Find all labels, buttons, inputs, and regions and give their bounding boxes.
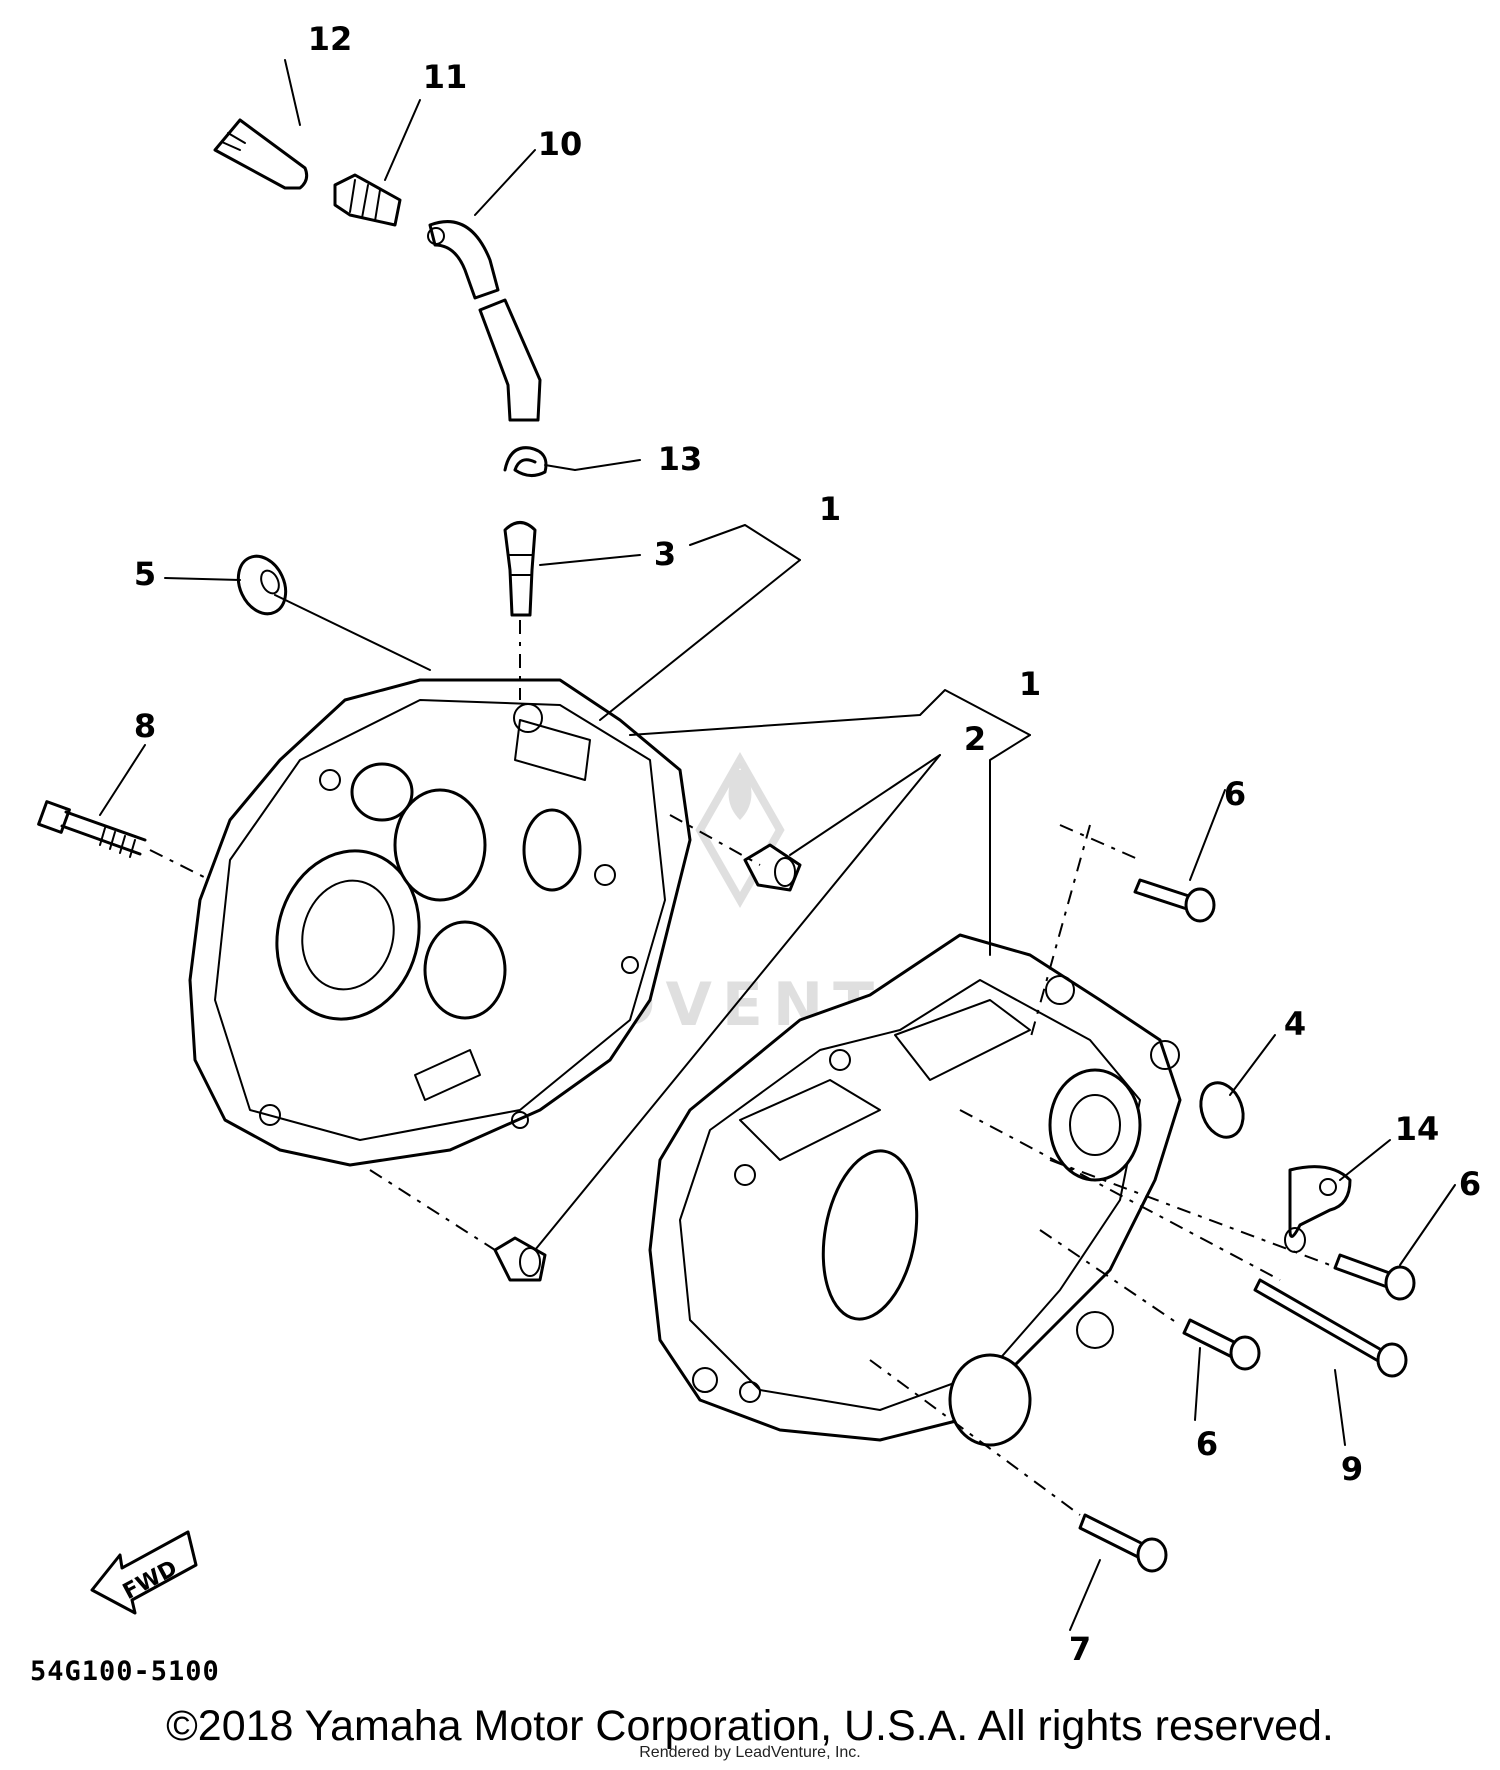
callout-2: 2 [964,720,986,758]
callout-3: 3 [654,535,676,573]
callout-12: 12 [308,20,353,58]
callout-6-upper: 6 [1224,775,1246,813]
callout-13: 13 [658,440,703,478]
callout-1-upper: 1 [819,490,841,528]
callout-9: 9 [1341,1450,1363,1488]
callout-5: 5 [134,555,156,593]
washer-part-5 [236,554,288,616]
copyright-notice: ©2018 Yamaha Motor Corporation, U.S.A. A… [166,1702,1334,1750]
bolt-part-6-right [1333,1253,1416,1301]
hose-cap-part [213,118,309,190]
bolt-part-7 [1078,1513,1168,1573]
bolt-part-6-lower [1182,1318,1261,1371]
breather-pipe-part [503,521,537,617]
assembly-lines [149,620,1331,1516]
dowel-pin-upper [743,843,802,892]
bolt-part-8 [37,800,147,858]
bolt-part-9 [1253,1278,1408,1378]
callout-1-lower: 1 [1019,665,1041,703]
callout-10: 10 [538,125,583,163]
fwd-arrow-icon: FWD [90,1530,198,1615]
washer-part-4 [1199,1081,1245,1139]
callout-11: 11 [423,58,468,96]
callout-7: 7 [1069,1630,1091,1668]
fitting-part [333,173,402,227]
callout-6-right: 6 [1459,1165,1481,1203]
right-crankcase-half [648,933,1182,1447]
leader-lines [99,59,1456,1631]
dowel-pin-lower [493,1236,547,1282]
clip-part [503,446,576,477]
breather-hose-part [427,220,542,422]
rendered-by-notice: Rendered by LeadVenture, Inc. [639,1744,861,1761]
left-crankcase-half [188,678,692,1167]
callout-4: 4 [1284,1005,1306,1043]
callout-8: 8 [134,707,156,745]
drawing-code: 54G100-5100 [30,1656,220,1687]
bolt-part-6-upper [1133,878,1216,923]
callout-14: 14 [1395,1110,1440,1148]
callout-6-lower: 6 [1196,1425,1218,1463]
